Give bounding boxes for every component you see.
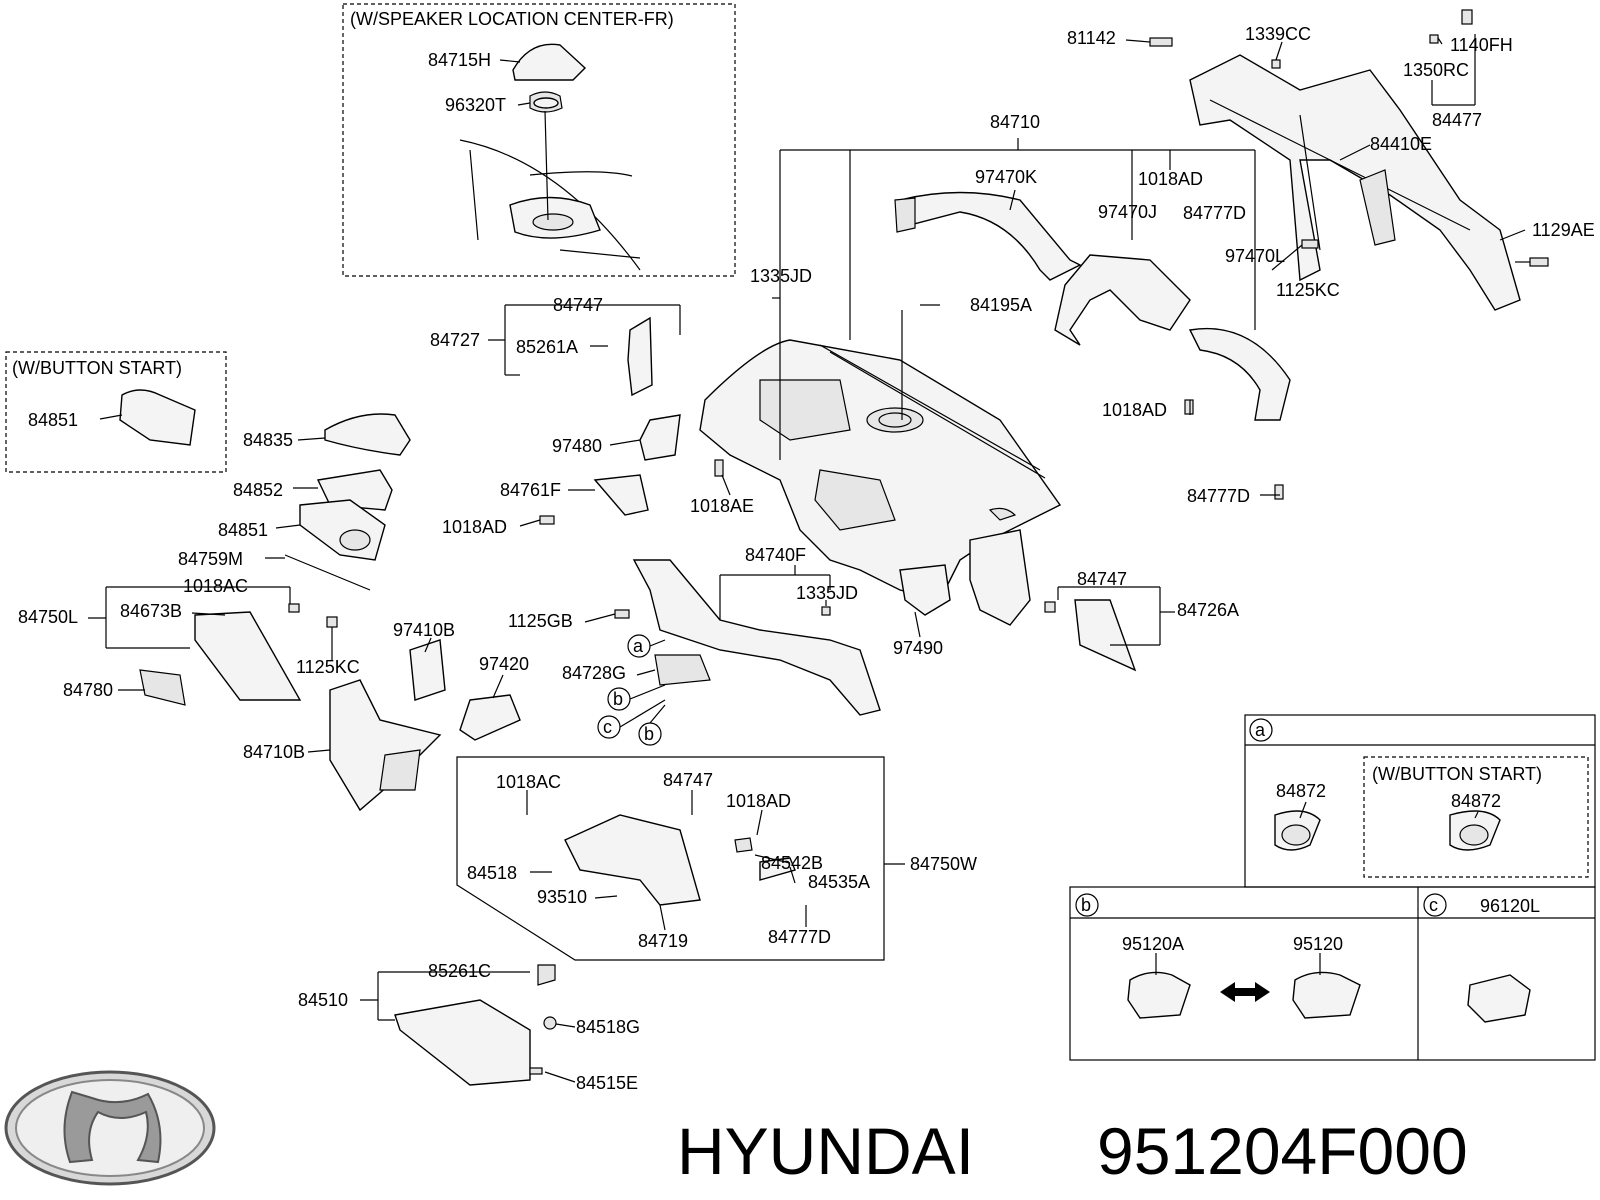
fasteners-drawing bbox=[288, 9, 1549, 628]
label-1125KC-top: 1125KC bbox=[1276, 280, 1340, 300]
callout-b-main-1: b bbox=[613, 689, 623, 709]
label-84535A: 84535A bbox=[808, 872, 870, 892]
label-84673B: 84673B bbox=[120, 601, 182, 621]
reference-table-bc bbox=[1069, 886, 1596, 1061]
label-1018AC-glovebox: 1018AC bbox=[496, 772, 561, 792]
label-84710: 84710 bbox=[990, 112, 1040, 132]
hyundai-logo bbox=[4, 1070, 216, 1186]
label-1125KC-left: 1125KC bbox=[296, 657, 360, 677]
label-84728G: 84728G bbox=[562, 663, 626, 683]
speaker-inset-drawing bbox=[459, 43, 641, 271]
label-97420: 97420 bbox=[479, 654, 529, 674]
label-84835: 84835 bbox=[243, 430, 293, 450]
label-84759M: 84759M bbox=[178, 549, 243, 569]
callout-a-circle-table bbox=[1249, 718, 1273, 742]
speaker-center-group-title: (W/SPEAKER LOCATION CENTER-FR) bbox=[350, 9, 674, 29]
label-84542B: 84542B bbox=[761, 853, 823, 873]
label-1018AD-left: 1018AD bbox=[442, 517, 507, 537]
label-96320T: 96320T bbox=[445, 95, 506, 115]
label-84727: 84727 bbox=[430, 330, 480, 350]
label-97470J: 97470J bbox=[1098, 202, 1157, 222]
label-95120A: 95120A bbox=[1122, 934, 1184, 954]
label-1125GB: 1125GB bbox=[508, 611, 573, 631]
label-85261A: 85261A bbox=[516, 337, 578, 357]
callout-b-circle-table bbox=[1075, 893, 1099, 917]
label-97470L: 97470L bbox=[1225, 246, 1285, 266]
label-1335JD-top: 1335JD bbox=[750, 266, 812, 286]
label-1350RC: 1350RC bbox=[1403, 60, 1469, 80]
label-1018AD-right: 1018AD bbox=[1102, 400, 1167, 420]
label-84851-a: 84851 bbox=[28, 410, 78, 430]
label-84726A: 84726A bbox=[1177, 600, 1239, 620]
caption-brand: HYUNDAI bbox=[677, 1114, 974, 1188]
label-1129AE: 1129AE bbox=[1532, 220, 1595, 240]
label-85261C: 85261C bbox=[428, 961, 491, 981]
label-84747-top: 84747 bbox=[553, 295, 603, 315]
label-84195A: 84195A bbox=[970, 295, 1032, 315]
label-84872-a: 84872 bbox=[1276, 781, 1326, 801]
crash-pad-main-drawing bbox=[699, 339, 1062, 626]
label-84710B: 84710B bbox=[243, 742, 305, 762]
air-duct-drawing bbox=[894, 191, 1291, 421]
glove-box-sub-assy-box bbox=[456, 756, 885, 961]
label-96120L: 96120L bbox=[1480, 896, 1540, 916]
cowl-cross-bar-drawing bbox=[1189, 54, 1521, 311]
label-84851-b: 84851 bbox=[218, 520, 268, 540]
label-84719: 84719 bbox=[638, 931, 688, 951]
label-84477: 84477 bbox=[1432, 110, 1482, 130]
label-1018AD-glovebox: 1018AD bbox=[726, 791, 791, 811]
label-84518: 84518 bbox=[467, 863, 517, 883]
label-84777D-right: 84777D bbox=[1187, 486, 1250, 506]
callout-c-main: c bbox=[603, 717, 612, 737]
label-84410E: 84410E bbox=[1370, 134, 1432, 154]
button-start-group-box bbox=[5, 351, 227, 473]
label-1018AE: 1018AE bbox=[690, 496, 754, 516]
label-84780: 84780 bbox=[63, 680, 113, 700]
label-97480: 97480 bbox=[552, 436, 602, 456]
speaker-center-group-box bbox=[342, 3, 736, 277]
label-84852: 84852 bbox=[233, 480, 283, 500]
label-84515E: 84515E bbox=[576, 1073, 638, 1093]
swap-arrow-icon bbox=[1220, 982, 1270, 1002]
label-84518G: 84518G bbox=[576, 1017, 640, 1037]
callout-a-table: a bbox=[1255, 720, 1266, 740]
leader-lines bbox=[88, 34, 1530, 1083]
callout-b-table: b bbox=[1081, 895, 1091, 915]
label-84777D-top: 84777D bbox=[1183, 203, 1246, 223]
glove-box-drawing bbox=[394, 814, 796, 1086]
label-1335JD-mid: 1335JD bbox=[796, 583, 858, 603]
label-1018AD-top: 1018AD bbox=[1138, 169, 1203, 189]
callout-c-table: c bbox=[1429, 895, 1438, 915]
label-1339CC: 1339CC bbox=[1245, 24, 1311, 44]
caption-part-number: 951204F000 bbox=[1097, 1114, 1468, 1188]
label-84510: 84510 bbox=[298, 990, 348, 1010]
callout-a-main: a bbox=[633, 636, 644, 656]
label-84740F: 84740F bbox=[745, 545, 806, 565]
label-97410B: 97410B bbox=[393, 620, 455, 640]
label-84872-b: 84872 bbox=[1451, 791, 1501, 811]
label-84747-glovebox: 84747 bbox=[663, 770, 713, 790]
left-parts-drawing bbox=[119, 316, 1137, 812]
label-95120: 95120 bbox=[1293, 934, 1343, 954]
label-84715H: 84715H bbox=[428, 50, 491, 70]
label-84747-right: 84747 bbox=[1077, 569, 1127, 589]
label-97470K: 97470K bbox=[975, 167, 1037, 187]
callout-c-circle-table bbox=[1423, 893, 1447, 917]
label-84750L: 84750L bbox=[18, 607, 78, 627]
label-84761F: 84761F bbox=[500, 480, 561, 500]
label-93510: 93510 bbox=[537, 887, 587, 907]
callout-b-main-2: b bbox=[644, 724, 654, 744]
table-a-button-start-title: (W/BUTTON START) bbox=[1372, 764, 1542, 784]
label-1140FH: 1140FH bbox=[1450, 35, 1513, 55]
button-start-group-title: (W/BUTTON START) bbox=[12, 358, 182, 378]
label-84750W: 84750W bbox=[910, 854, 977, 874]
label-81142: 81142 bbox=[1067, 28, 1116, 48]
label-1018AC-left: 1018AC bbox=[183, 576, 248, 596]
label-84777D-glovebox: 84777D bbox=[768, 927, 831, 947]
reference-table-a bbox=[1244, 714, 1596, 888]
label-97490: 97490 bbox=[893, 638, 943, 658]
